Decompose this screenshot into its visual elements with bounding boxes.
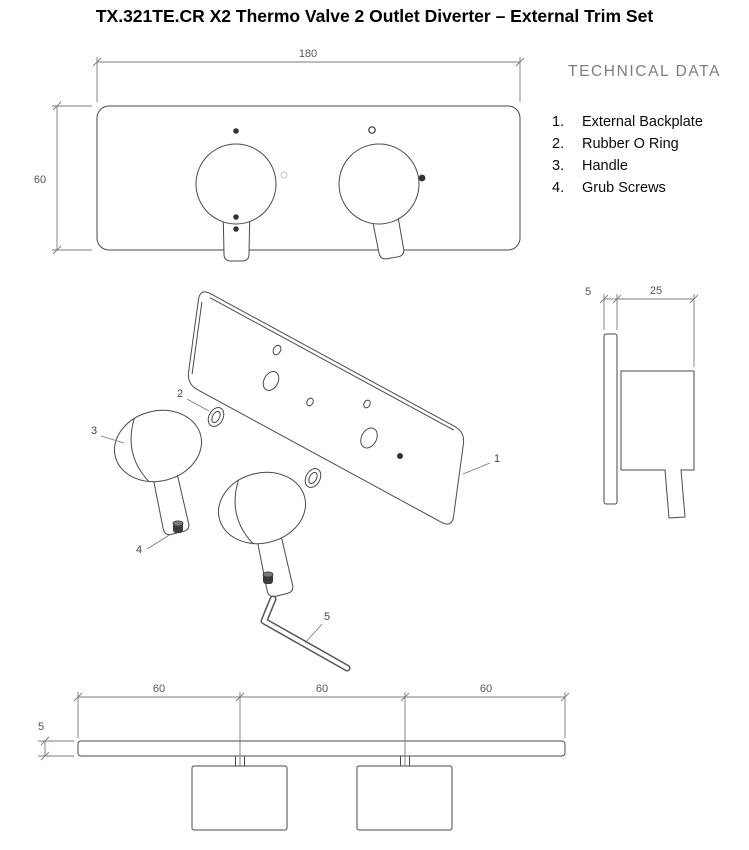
exploded-handle-1 — [113, 409, 203, 536]
dim-label-segment3: 60 — [480, 683, 492, 695]
backplate-edge-line — [191, 301, 203, 375]
list-item-number: 4. — [552, 180, 565, 196]
bottom-handle-1 — [191, 756, 288, 831]
exploded-view: 1 2 3 4 5 — [91, 291, 500, 672]
bottom-view: 60 60 60 5 — [38, 683, 570, 831]
dim-label-segment1: 60 — [153, 683, 165, 695]
dim-label-body-depth: 25 — [650, 285, 662, 297]
callout-backplate: 1 — [494, 453, 500, 465]
grub-screw-1 — [172, 520, 184, 533]
callout-grub-screw: 4 — [136, 544, 142, 556]
front-view: 180 60 — [34, 48, 525, 262]
callout-allen-key: 5 — [324, 611, 330, 623]
list-item-label: Rubber O Ring — [582, 136, 679, 152]
technical-data-heading: TECHNICAL DATA — [568, 63, 722, 80]
o-ring-2 — [304, 468, 322, 488]
front-dim-width: 180 — [92, 48, 525, 102]
allen-key — [260, 595, 351, 672]
plate-screw-dot — [397, 453, 403, 459]
bottom-backplate-bar — [77, 740, 566, 757]
dim-label-width: 180 — [299, 48, 317, 60]
backplate-edge-line — [209, 297, 455, 431]
bottom-handle-2 — [356, 756, 453, 831]
indicator-dot — [233, 128, 239, 134]
list-item-number: 2. — [552, 136, 565, 152]
grub-screw-2 — [262, 571, 274, 584]
technical-data-list: 1. External Backplate 2. Rubber O Ring 3… — [552, 114, 703, 196]
dim-label-plate-depth: 5 — [585, 286, 591, 298]
grub-screw-dot — [233, 226, 239, 232]
indicator-ring — [280, 171, 288, 179]
list-item-label: Grub Screws — [582, 180, 666, 196]
front-dim-height: 60 — [34, 101, 92, 255]
front-handle-right — [338, 126, 426, 260]
o-ring-1 — [207, 407, 225, 427]
bottom-dims-width: 60 60 60 — [73, 683, 570, 766]
dim-label-height: 60 — [34, 174, 46, 186]
indicator-dot — [418, 174, 426, 182]
front-backplate — [96, 105, 521, 251]
backplate-holes — [262, 344, 403, 459]
bottom-dim-thickness: 5 — [38, 721, 74, 761]
callout-o-ring: 2 — [177, 388, 183, 400]
side-handle-profile — [620, 370, 695, 519]
dim-label-segment2: 60 — [316, 683, 328, 695]
exploded-backplate — [187, 291, 465, 525]
side-view: 5 25 — [585, 285, 699, 519]
list-item-number: 3. — [552, 158, 565, 174]
list-item-number: 1. — [552, 114, 565, 130]
side-backplate — [603, 333, 618, 505]
exploded-handle-2 — [217, 471, 307, 598]
list-item-label: Handle — [582, 158, 628, 174]
grub-screw-dot — [233, 214, 239, 220]
dim-label-thickness: 5 — [38, 721, 44, 733]
callout-handle: 3 — [91, 425, 97, 437]
callout-lines — [100, 398, 491, 644]
front-handle-left — [195, 128, 288, 262]
page-title: TX.321TE.CR X2 Thermo Valve 2 Outlet Div… — [95, 6, 654, 26]
list-item-label: External Backplate — [582, 114, 703, 130]
side-dims: 5 25 — [585, 285, 699, 367]
indicator-ring — [368, 126, 376, 134]
